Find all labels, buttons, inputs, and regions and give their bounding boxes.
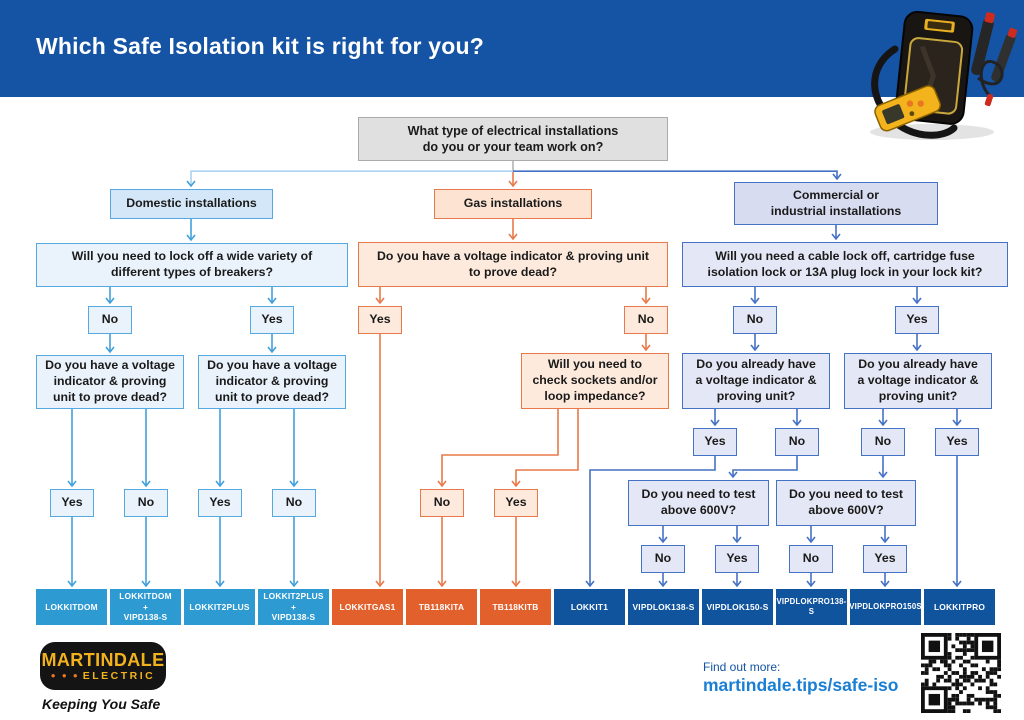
flow-node-dom-q1-no: No <box>88 306 132 334</box>
flow-node-dom-q1-yes: Yes <box>250 306 294 334</box>
flow-node-gas-q1: Do you have a voltage indicator & provin… <box>358 242 668 287</box>
logo-martindale-text: MARTINDALE <box>41 649 165 670</box>
product-vipdlokpro138s: VIPDLOKPRO138-S <box>776 589 847 625</box>
find-out-more-label: Find out more: <box>703 660 781 674</box>
flow-node-dom-q2a-yes: Yes <box>50 489 94 517</box>
flow-node-dom-q2b-yes: Yes <box>198 489 242 517</box>
product-tb118kitb: TB118KITB <box>480 589 551 625</box>
product-lokkit2plus: LOKKIT2PLUS <box>184 589 255 625</box>
flow-node-gas: Gas installations <box>434 189 592 219</box>
flow-node-gas-q2-no: No <box>420 489 464 517</box>
flow-node-domestic: Domestic installations <box>110 189 273 219</box>
header-bar: Which Safe Isolation kit is right for yo… <box>0 0 1024 97</box>
flow-node-dom-q2b-no: No <box>272 489 316 517</box>
product-vipdlokpro150s: VIPDLOKPRO150S <box>849 589 922 625</box>
safe-iso-link[interactable]: martindale.tips/safe-iso <box>703 675 899 695</box>
find-out-more-block: Find out more: martindale.tips/safe-iso <box>703 660 898 696</box>
flow-node-gas-q1-yes: Yes <box>358 306 402 334</box>
product-lokkit1: LOKKIT1 <box>554 589 625 625</box>
flow-node-com-q2a-yes: Yes <box>693 428 737 456</box>
flow-node-commercial: Commercial or industrial installations <box>734 182 938 225</box>
flow-node-dom-q2a-no: No <box>124 489 168 517</box>
flow-node-com-q1-no: No <box>733 306 777 334</box>
product-tb118kita: TB118KITA <box>406 589 477 625</box>
product-kit-photo <box>850 4 1020 144</box>
flow-node-com-q3b: Do you need to test above 600V? <box>776 480 916 526</box>
brand-tagline: Keeping You Safe <box>42 696 161 712</box>
product-lokkitgas1: LOKKITGAS1 <box>332 589 403 625</box>
logo-electric-text: ELECTRIC <box>82 669 156 682</box>
flow-node-root-question: What type of electrical installations do… <box>358 117 668 161</box>
flow-node-dom-q2b: Do you have a voltage indicator & provin… <box>198 355 346 409</box>
flow-node-dom-q2a: Do you have a voltage indicator & provin… <box>36 355 184 409</box>
flow-node-com-q3a-no: No <box>641 545 685 573</box>
flow-node-com-q2b: Do you already have a voltage indicator … <box>844 353 992 409</box>
logo-dots-icon: ● ● ● <box>50 671 80 680</box>
flow-node-com-q2a: Do you already have a voltage indicator … <box>682 353 830 409</box>
product-lokkitdom: LOKKITDOM <box>36 589 107 625</box>
product-vipdlok150s: VIPDLOK150-S <box>702 589 773 625</box>
flow-node-com-q3a: Do you need to test above 600V? <box>628 480 769 526</box>
flow-node-com-q2b-yes: Yes <box>935 428 979 456</box>
martindale-logo: MARTINDALE ● ● ● ELECTRIC <box>40 642 166 690</box>
flow-node-com-q1-yes: Yes <box>895 306 939 334</box>
flow-node-com-q2b-no: No <box>861 428 905 456</box>
flow-node-com-q1: Will you need a cable lock off, cartridg… <box>682 242 1008 287</box>
flow-node-dom-q1: Will you need to lock off a wide variety… <box>36 243 348 287</box>
page-title: Which Safe Isolation kit is right for yo… <box>36 33 484 59</box>
flow-node-gas-q2: Will you need to check sockets and/or lo… <box>521 353 669 409</box>
product-lokkitdom-vipd138s: LOKKITDOM + VIPD138-S <box>110 589 181 625</box>
flow-node-com-q2a-no: No <box>775 428 819 456</box>
flow-node-com-q3b-yes: Yes <box>863 545 907 573</box>
flow-node-com-q3b-no: No <box>789 545 833 573</box>
flow-node-gas-q1-no: No <box>624 306 668 334</box>
kit-photo-illustration <box>870 10 1018 140</box>
product-lokkitpro: LOKKITPRO <box>924 589 995 625</box>
product-vipdlok138s: VIPDLOK138-S <box>628 589 699 625</box>
flow-node-gas-q2-yes: Yes <box>494 489 538 517</box>
qr-code <box>921 633 1001 713</box>
product-lokkit2plus-vipd138s: LOKKIT2PLUS + VIPD138-S <box>258 589 329 625</box>
flow-node-com-q3a-yes: Yes <box>715 545 759 573</box>
